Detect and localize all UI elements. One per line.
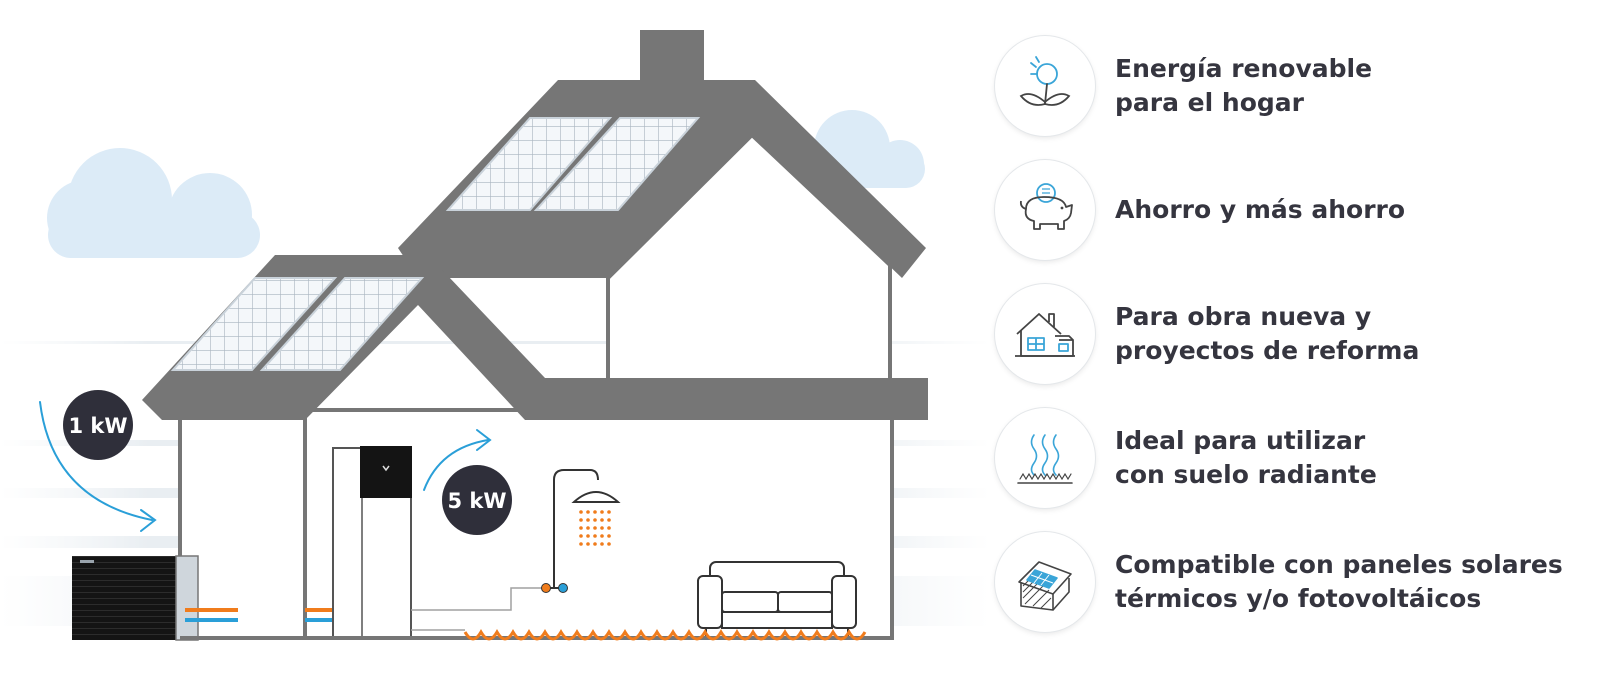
solar-roof-icon	[995, 532, 1095, 632]
indoor-unit	[332, 446, 412, 639]
feature-title-line1: Compatible con paneles solares	[1115, 550, 1563, 579]
solar-panels	[170, 117, 701, 371]
feature-renewable-energy: Energía renovable para el hogar	[995, 36, 1372, 136]
piggy-bank-icon	[995, 160, 1095, 260]
feature-new-build-renovation: Para obra nueva y proyectos de reforma	[995, 284, 1419, 384]
underfloor-heating-coil	[463, 628, 867, 641]
feature-solar-compatible: Compatible con paneles solares térmicos …	[995, 532, 1563, 632]
shower	[541, 469, 621, 593]
feature-title-line2: térmicos y/o fotovoltáicos	[1115, 584, 1482, 613]
sofa	[697, 561, 857, 636]
feature-title-line1: Para obra nueva y	[1115, 302, 1372, 331]
feature-title-line1: Ideal para utilizar	[1115, 426, 1366, 455]
feature-title-line2: con suelo radiante	[1115, 460, 1377, 489]
feature-title-line1: Energía renovable	[1115, 54, 1373, 83]
feature-underfloor-heating-text: Ideal para utilizar con suelo radiante	[1115, 424, 1377, 492]
feature-title-line2: proyectos de reforma	[1115, 336, 1420, 365]
feature-title-line1: Ahorro y más ahorro	[1115, 195, 1406, 224]
feature-solar-compatible-text: Compatible con paneles solares térmicos …	[1115, 548, 1563, 616]
energy-arrows	[39, 401, 492, 532]
underfloor-heating-icon	[995, 408, 1095, 508]
power-badge-5kw: 5 kW	[442, 465, 512, 535]
feature-savings: Ahorro y más ahorro	[995, 160, 1405, 260]
feature-underfloor-heating: Ideal para utilizar con suelo radiante	[995, 408, 1377, 508]
house-diagram: 1 kW 5 kW	[0, 30, 990, 641]
renewable-energy-plant-icon	[995, 36, 1095, 136]
outdoor-heat-pump	[72, 555, 199, 641]
house-icon	[995, 284, 1095, 384]
feature-title-line2: para el hogar	[1115, 88, 1304, 117]
feature-new-build-renovation-text: Para obra nueva y proyectos de reforma	[1115, 300, 1419, 368]
power-badge-1kw-label: 1 kW	[68, 414, 127, 438]
power-badge-1kw: 1 kW	[63, 390, 133, 460]
cloud-left	[47, 148, 260, 258]
feature-renewable-energy-text: Energía renovable para el hogar	[1115, 52, 1372, 120]
power-badge-5kw-label: 5 kW	[447, 489, 506, 513]
feature-savings-text: Ahorro y más ahorro	[1115, 193, 1405, 227]
feature-list: Energía renovable para el hogar Ahorro y…	[995, 0, 1595, 683]
